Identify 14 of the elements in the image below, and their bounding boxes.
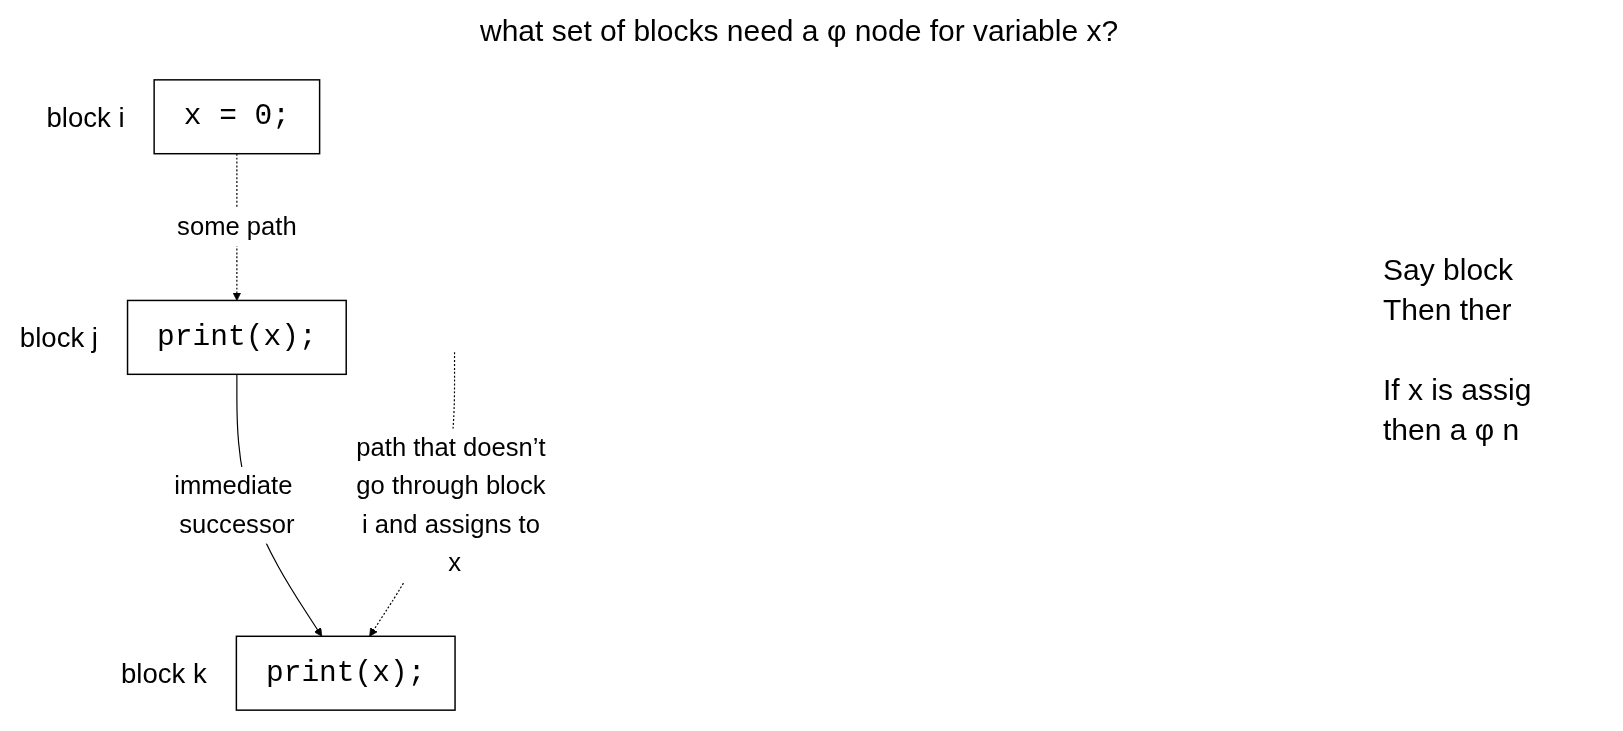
block-name: block i xyxy=(46,101,125,133)
title: what set of blocks need a φ node for variable x? xyxy=(480,14,1119,48)
edge-label: path that doesn’t go through block i and assigns to x xyxy=(356,432,546,578)
node-box: print(x); xyxy=(126,299,347,376)
note-text: then a φ n xyxy=(1383,412,1521,448)
note-text: Say block xyxy=(1383,252,1515,288)
edge-label: some path xyxy=(177,211,297,242)
node-box: x = 0; xyxy=(153,79,321,155)
note-text: If x is assig xyxy=(1383,372,1533,408)
edge-label: immediate successor xyxy=(174,470,295,539)
block-name: block j xyxy=(19,322,98,354)
note-text: Then ther xyxy=(1383,292,1513,328)
block-name: block k xyxy=(121,658,207,690)
node-box: print(x); xyxy=(235,635,456,711)
